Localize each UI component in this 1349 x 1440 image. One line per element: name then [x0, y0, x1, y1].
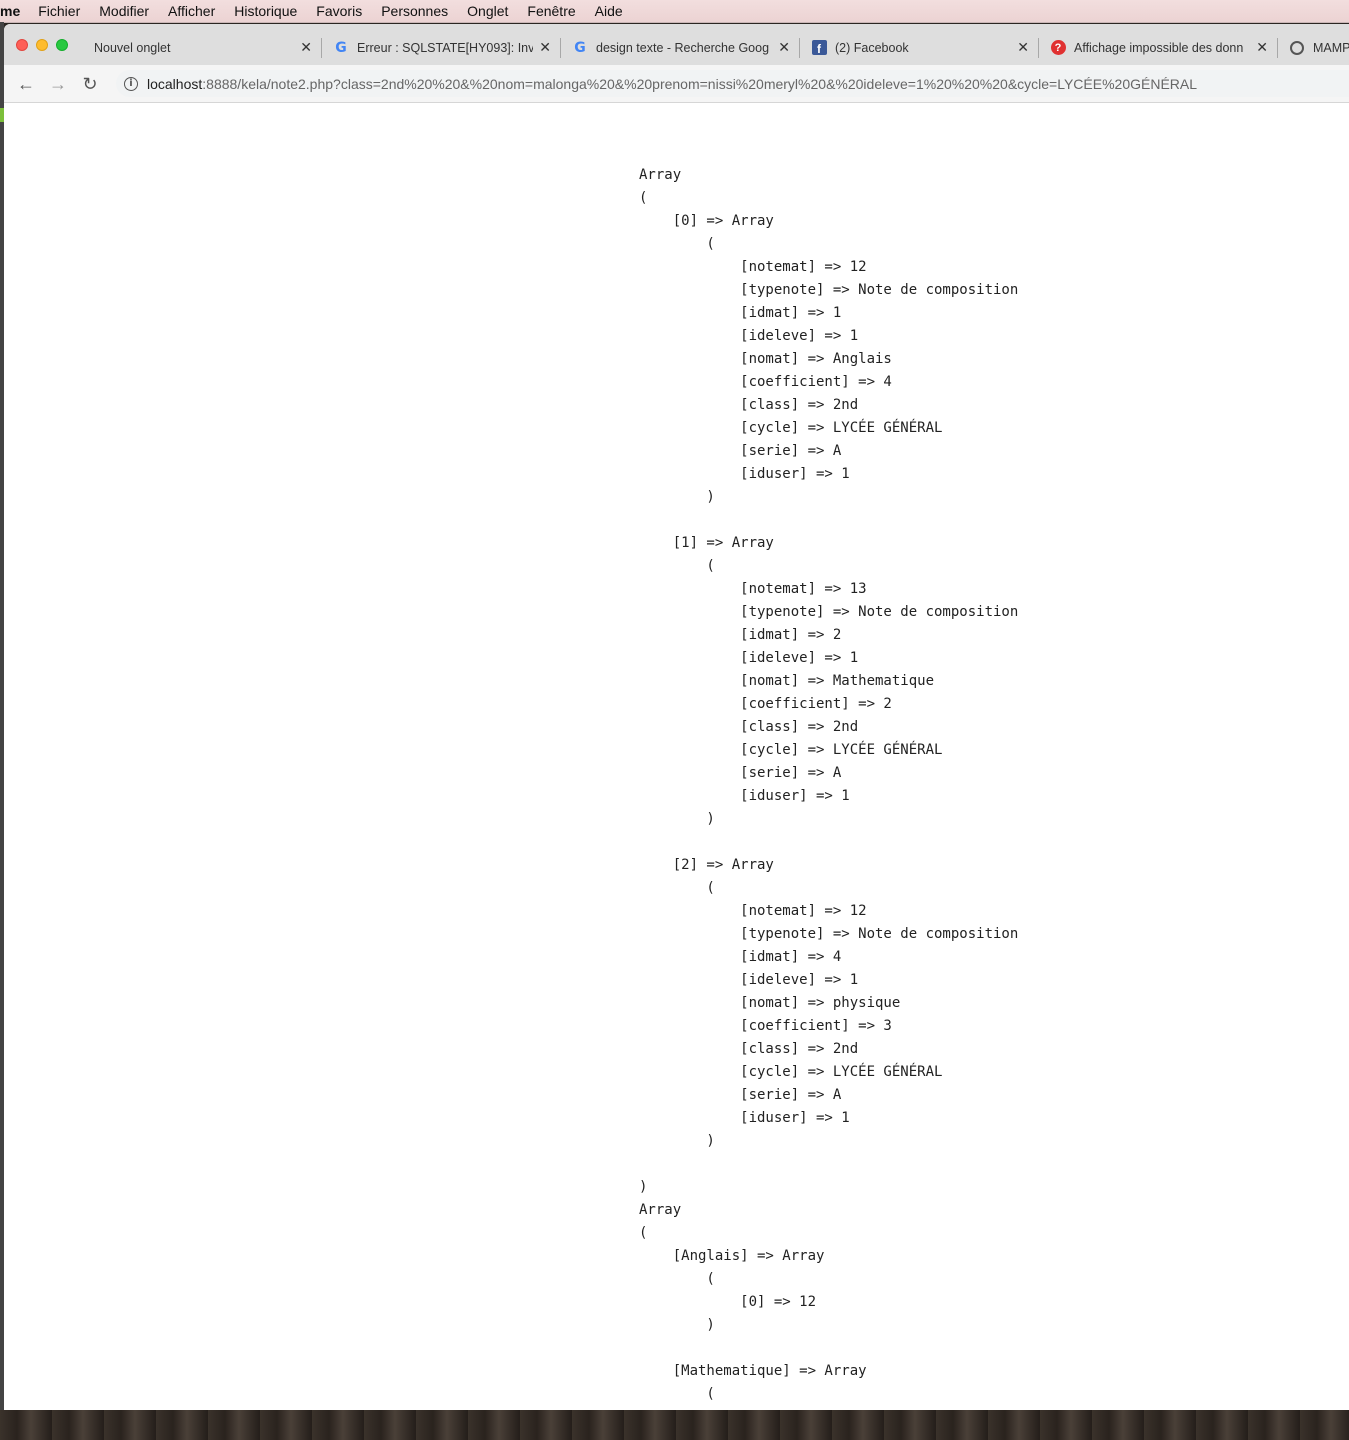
tab-nouvel-onglet[interactable]: Nouvel onglet ✕ — [94, 30, 312, 65]
browser-toolbar: ← → ↻ i localhost:8888/kela/note2.php?cl… — [4, 65, 1349, 103]
reload-icon[interactable]: ↻ — [82, 73, 98, 94]
facebook-icon: f — [811, 40, 827, 56]
tab-title: Erreur : SQLSTATE[HY093]: Inv — [357, 40, 534, 55]
tab-close-icon[interactable]: ✕ — [539, 39, 551, 55]
google-icon: G — [335, 39, 347, 56]
menu-favoris[interactable]: Favoris — [316, 3, 363, 19]
menu-fenetre[interactable]: Fenêtre — [527, 3, 576, 19]
browser-window: Nouvel onglet ✕ G Erreur : SQLSTATE[HY09… — [4, 24, 1349, 1410]
address-bar[interactable]: i localhost:8888/kela/note2.php?class=2n… — [116, 70, 1349, 97]
menu-afficher[interactable]: Afficher — [168, 3, 216, 19]
window-zoom-button[interactable] — [56, 39, 68, 51]
menu-aide[interactable]: Aide — [594, 3, 623, 19]
menu-app-name[interactable]: me — [0, 3, 21, 19]
page-content: Array ( [0] => Array ( [notemat] => 12 [… — [4, 103, 1349, 1410]
tab-affichage-impossible[interactable]: ? Affichage impossible des donn ✕ — [1050, 30, 1268, 65]
menu-historique[interactable]: Historique — [234, 3, 298, 19]
print-r-output: Array ( [0] => Array ( [notemat] => 12 [… — [639, 167, 1019, 1402]
tab-close-icon[interactable]: ✕ — [778, 39, 790, 55]
menu-fichier[interactable]: Fichier — [38, 3, 81, 19]
tab-title: Affichage impossible des donn — [1074, 40, 1244, 55]
menu-personnes[interactable]: Personnes — [381, 3, 449, 19]
tab-mamp[interactable]: MAMP — [1289, 30, 1349, 65]
help-icon: ? — [1050, 40, 1066, 56]
tab-close-icon[interactable]: ✕ — [1017, 39, 1029, 55]
window-minimize-button[interactable] — [36, 39, 48, 51]
desktop-accent — [0, 108, 4, 122]
tab-separator — [799, 38, 800, 58]
window-close-button[interactable] — [16, 39, 28, 51]
desktop-left-edge — [0, 22, 4, 1410]
back-arrow-icon[interactable]: ← — [17, 73, 35, 94]
tab-design-texte[interactable]: G design texte - Recherche Goog ✕ — [572, 30, 790, 65]
google-icon: G — [574, 39, 586, 56]
url-host: localhost — [147, 75, 203, 92]
menu-bar: me Fichier Modifier Afficher Historique … — [0, 0, 1349, 23]
menu-modifier[interactable]: Modifier — [99, 3, 150, 19]
tab-title: MAMP — [1313, 40, 1349, 55]
tab-close-icon[interactable]: ✕ — [300, 39, 312, 55]
mamp-icon — [1289, 40, 1305, 56]
forward-arrow-icon[interactable]: → — [49, 73, 67, 94]
url-path: :8888/kela/note2.php?class=2nd%20%20&%20… — [202, 75, 1198, 92]
tab-separator — [1277, 38, 1278, 58]
tab-title: (2) Facebook — [835, 40, 909, 55]
tab-close-icon[interactable]: ✕ — [1256, 39, 1268, 55]
tab-erreur-sqlstate[interactable]: G Erreur : SQLSTATE[HY093]: Inv ✕ — [333, 30, 551, 65]
tab-bar: Nouvel onglet ✕ G Erreur : SQLSTATE[HY09… — [4, 24, 1349, 66]
desktop-background — [0, 1410, 1349, 1440]
tab-separator — [321, 38, 322, 58]
info-icon[interactable]: i — [124, 76, 138, 91]
tab-title: Nouvel onglet — [94, 40, 171, 55]
tab-separator — [560, 38, 561, 58]
tab-facebook[interactable]: f (2) Facebook ✕ — [811, 30, 1029, 65]
menu-onglet[interactable]: Onglet — [467, 3, 509, 19]
tab-separator — [1038, 38, 1039, 58]
tab-title: design texte - Recherche Goog — [596, 40, 770, 55]
